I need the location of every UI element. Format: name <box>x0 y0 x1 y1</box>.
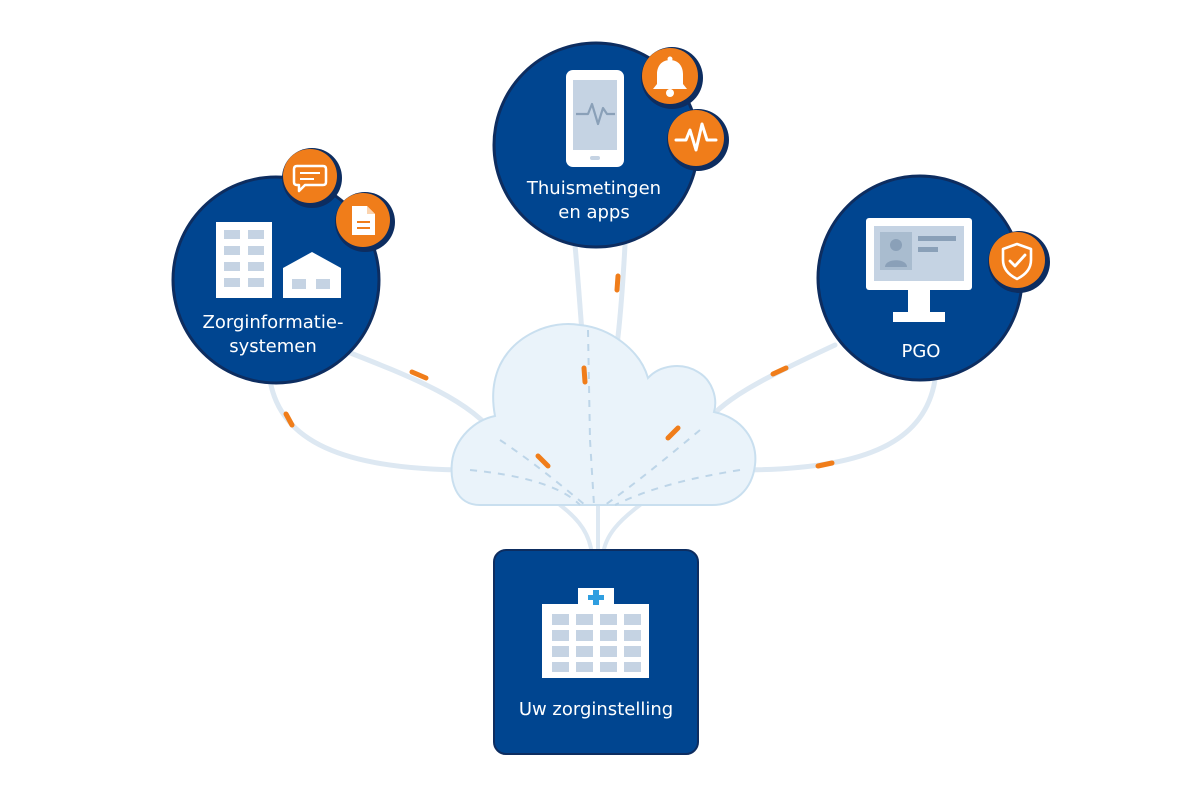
data-packets <box>283 273 835 469</box>
smartphone-heartbeat-icon <box>566 70 624 167</box>
shield-check-icon <box>988 231 1050 293</box>
node-uw-zorginstelling: Uw zorginstelling <box>493 549 699 755</box>
warehouse-icon <box>283 252 341 298</box>
data-packet <box>535 453 551 469</box>
cloud-conduits <box>469 329 741 506</box>
bell-icon <box>641 47 703 109</box>
node-label-line2: systemen <box>229 336 317 357</box>
data-packet <box>665 425 681 441</box>
data-packet <box>770 365 789 377</box>
connection-cables <box>267 242 938 557</box>
data-packet <box>283 411 295 428</box>
cloud-icon <box>450 323 757 506</box>
node-label-line2: en apps <box>558 202 629 223</box>
document-icon <box>335 192 395 252</box>
node-label-line1: Thuismetingen <box>526 178 661 199</box>
node-label: Uw zorginstelling <box>519 699 673 720</box>
hospital-icon <box>542 588 649 678</box>
cable-pgo-lower <box>737 377 938 473</box>
cable-hospital-1 <box>558 503 594 557</box>
node-pgo: PGO <box>816 174 1050 382</box>
cable-hospital-3 <box>601 503 642 557</box>
data-packet <box>409 369 429 381</box>
cable-zorginformatie-lower <box>267 377 473 473</box>
data-packet <box>614 273 621 293</box>
node-label-line1: Zorginformatie- <box>203 312 344 333</box>
node-zorginformatiesystemen: Zorginformatie- systemen <box>171 148 395 385</box>
data-packet <box>815 460 835 469</box>
office-building-icon <box>216 222 272 298</box>
data-packet <box>581 365 588 385</box>
node-label: PGO <box>902 341 941 362</box>
chat-message-icon <box>282 148 342 208</box>
node-thuismetingen-en-apps: Thuismetingen en apps <box>492 41 729 249</box>
monitor-profile-icon <box>866 218 972 322</box>
heartbeat-icon <box>667 109 729 171</box>
